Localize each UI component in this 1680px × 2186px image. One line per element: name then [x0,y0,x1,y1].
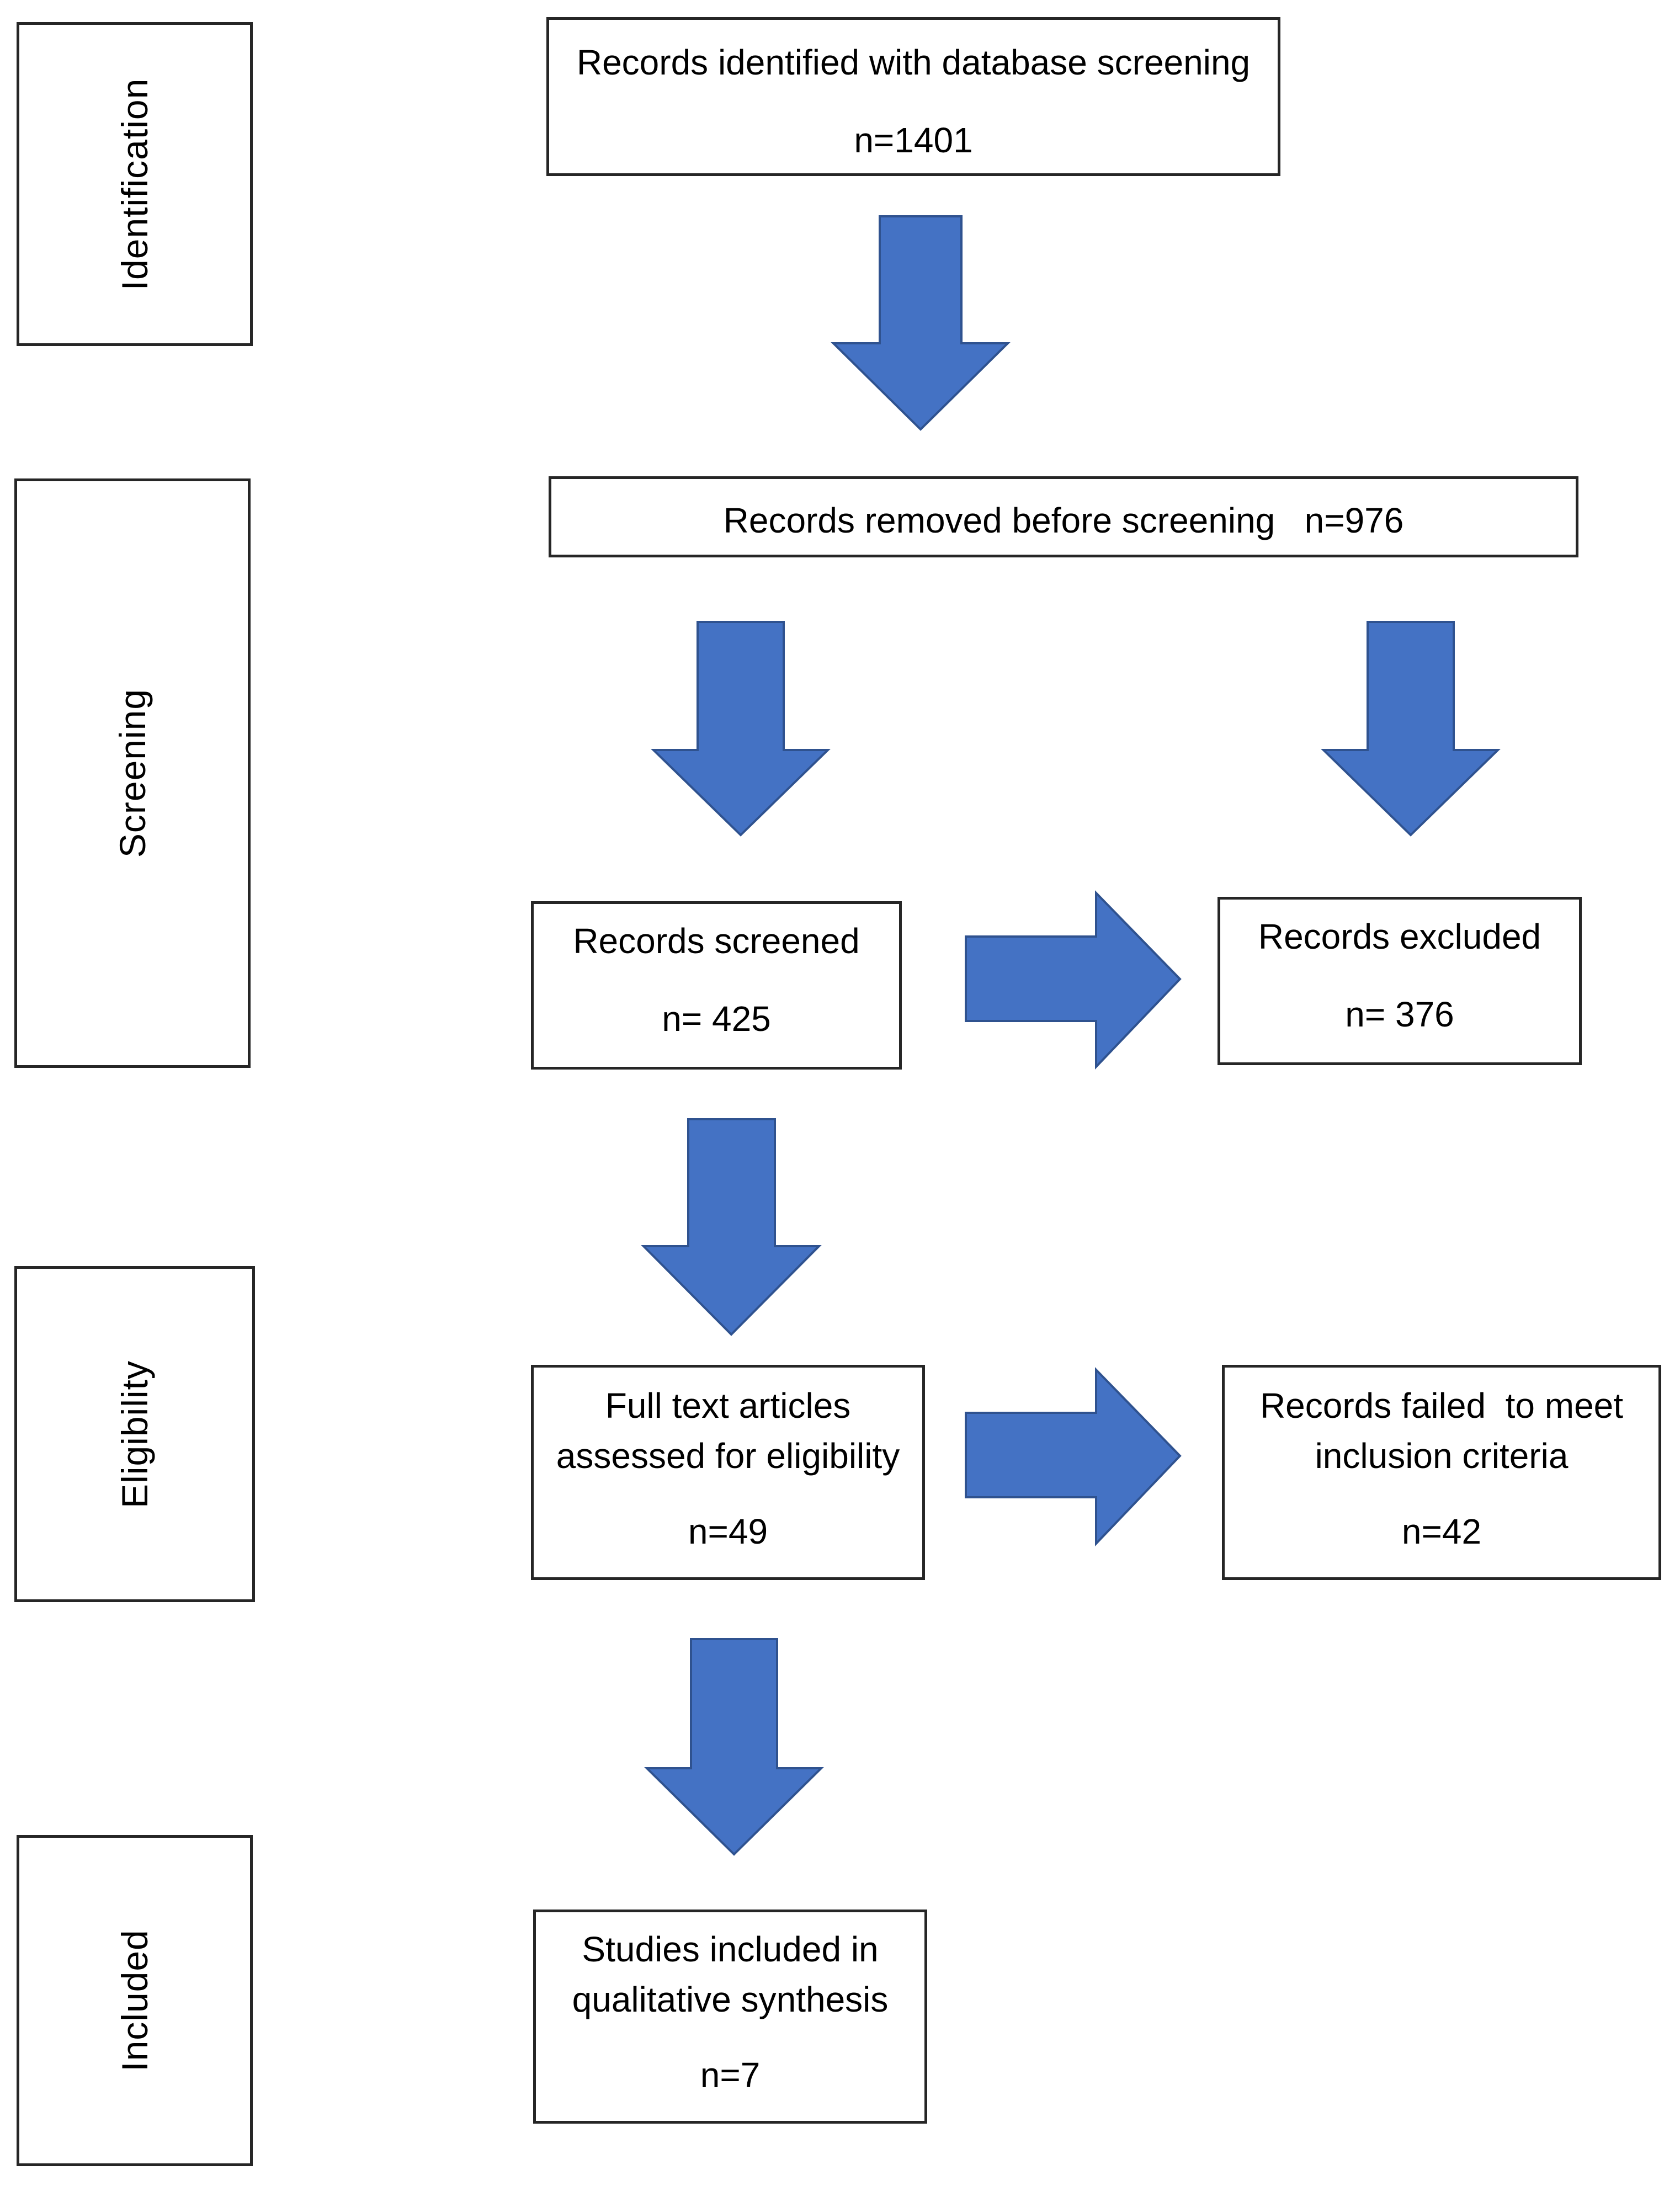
down-arrow-screened-to-fulltext [641,1118,822,1336]
down-arrow-removed-to-screened [651,621,831,837]
identified-text: Records identified with database screeni… [576,42,1251,82]
down-arrow-fulltext-to-included [644,1638,824,1856]
excluded-text: Records excluded [1258,917,1541,956]
stage-included: Included [17,1835,253,2166]
down-arrow-removed-to-excluded [1321,621,1501,837]
stage-screening: Screening [14,478,251,1068]
right-arrow-screened-to-excluded [965,890,1182,1070]
excluded-box: Records excluded n= 376 [1218,897,1582,1065]
right-arrow-fulltext-to-failed [965,1367,1182,1546]
fulltext-line1: Full text articles [605,1386,851,1426]
removed-text: Records removed before screening n=976 [723,501,1404,540]
screened-count: n= 425 [662,998,771,1039]
failed-box: Records failed to meet inclusion criteri… [1222,1365,1661,1580]
included-count: n=7 [700,2055,761,2095]
failed-line1: Records failed to meet [1259,1386,1624,1426]
included-line1: Studies included in [582,1929,879,1969]
fulltext-line2: assessed for eligibility [556,1435,900,1476]
excluded-count: n= 376 [1345,994,1454,1034]
fulltext-count: n=49 [688,1511,768,1551]
included-box: Studies included in qualitative synthesi… [533,1910,927,2124]
identified-count: n=1401 [854,120,973,160]
included-line2: qualitative synthesis [572,1979,889,2019]
fulltext-box: Full text articles assessed for eligibil… [531,1365,925,1580]
failed-count: n=42 [1401,1511,1482,1551]
screened-text: Records screened [573,921,860,961]
screened-box: Records screened n= 425 [531,901,902,1070]
identified-box: Records identified with database screeni… [546,17,1280,176]
stage-eligibility: Eligibility [14,1266,255,1602]
removed-box: Records removed before screening n=976 [549,476,1578,557]
failed-line2: inclusion criteria [1315,1435,1569,1476]
stage-identification: Identification [17,22,253,346]
down-arrow-identified-to-removed [831,215,1011,431]
